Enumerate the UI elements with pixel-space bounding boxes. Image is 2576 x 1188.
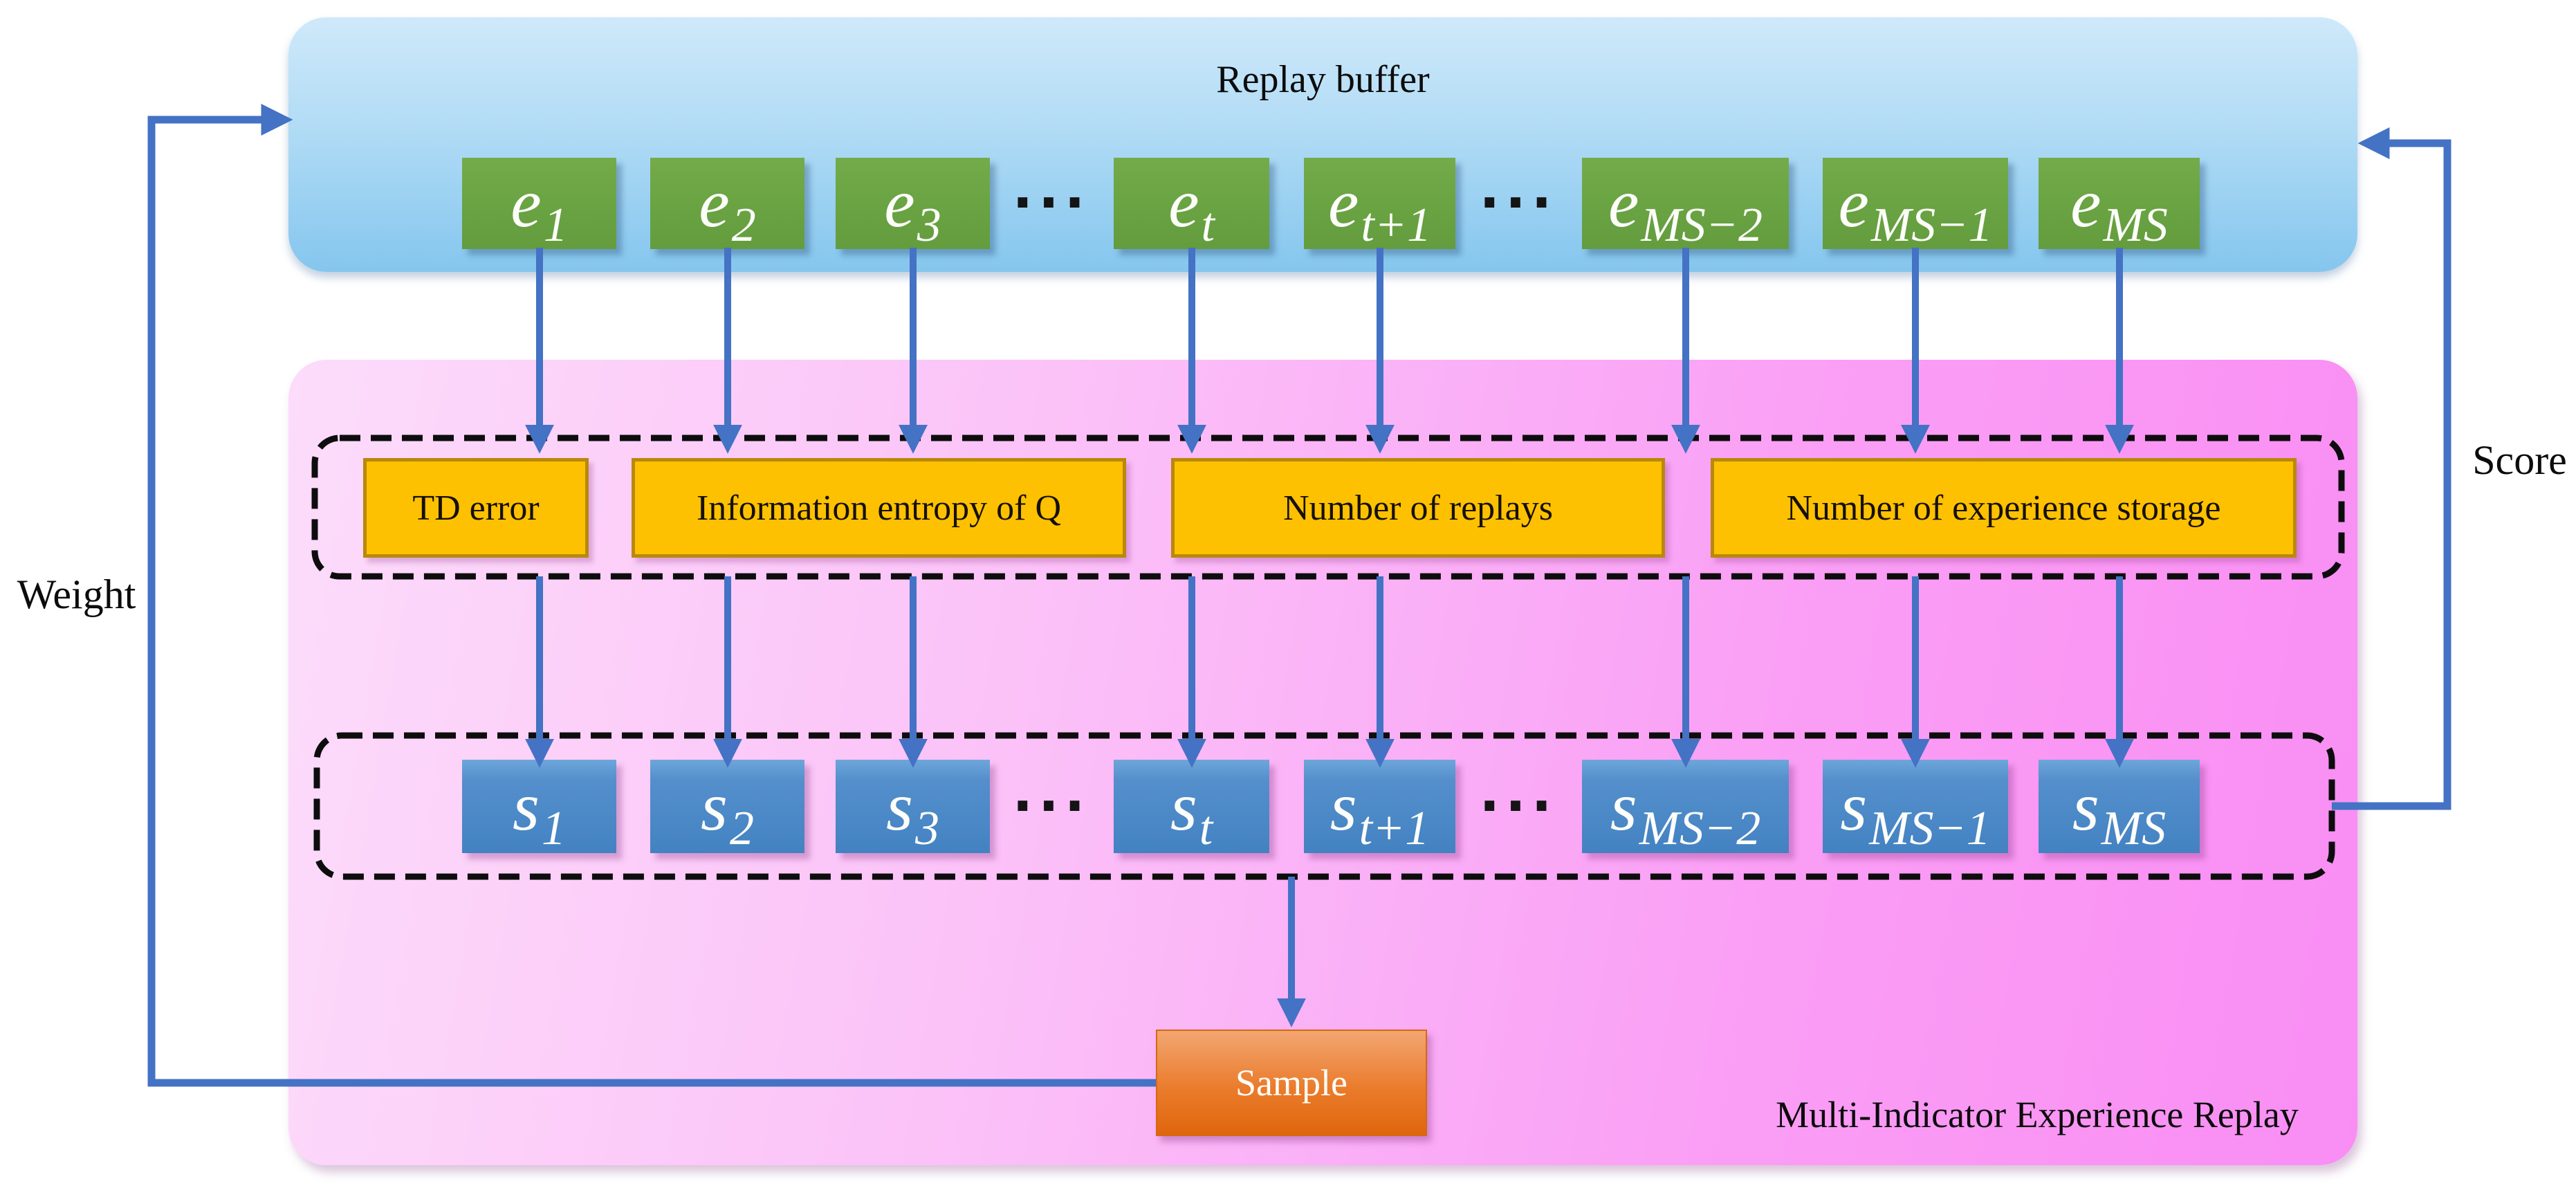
indicator-number-of-experience-storage: Number of experience storage — [1711, 458, 2297, 558]
experience-row-ellipsis-1: ··· — [1012, 172, 1091, 235]
sample-label: Sample — [1235, 1062, 1347, 1104]
indicator-number-of-replays: Number of replays — [1171, 458, 1665, 558]
replay-buffer-title: Replay buffer — [1216, 58, 1430, 101]
indicator-information-entropy: Information entropy of Q — [632, 458, 1126, 558]
score-row-ellipsis-2: ··· — [1479, 775, 1558, 838]
weight-edge-label: Weight — [17, 572, 136, 617]
mier-panel-label: Multi-Indicator Experience Replay — [1776, 1094, 2299, 1135]
score-edge-label: Score — [2472, 437, 2567, 483]
indicator-td-error: TD error — [363, 458, 589, 558]
sample-box: Sample — [1156, 1030, 1427, 1136]
score-row-ellipsis-1: ··· — [1012, 775, 1091, 838]
experience-row-ellipsis-2: ··· — [1479, 172, 1558, 235]
